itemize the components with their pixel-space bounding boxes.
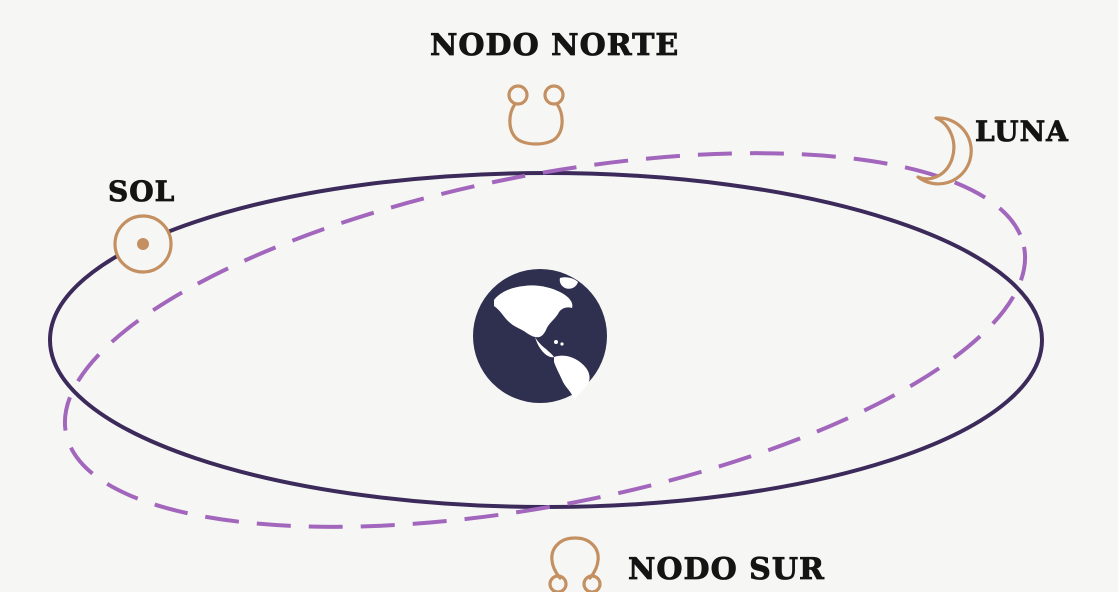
south-node-label: NODO SUR (628, 555, 825, 585)
earth-icon (473, 269, 607, 403)
north-node-label: NODO NORTE (430, 31, 679, 61)
south-node-icon (550, 538, 600, 592)
sun-label: SOL (108, 178, 175, 206)
sun-icon (115, 216, 171, 272)
north-node-icon (509, 86, 563, 144)
moon-label: LUNA (975, 118, 1069, 146)
